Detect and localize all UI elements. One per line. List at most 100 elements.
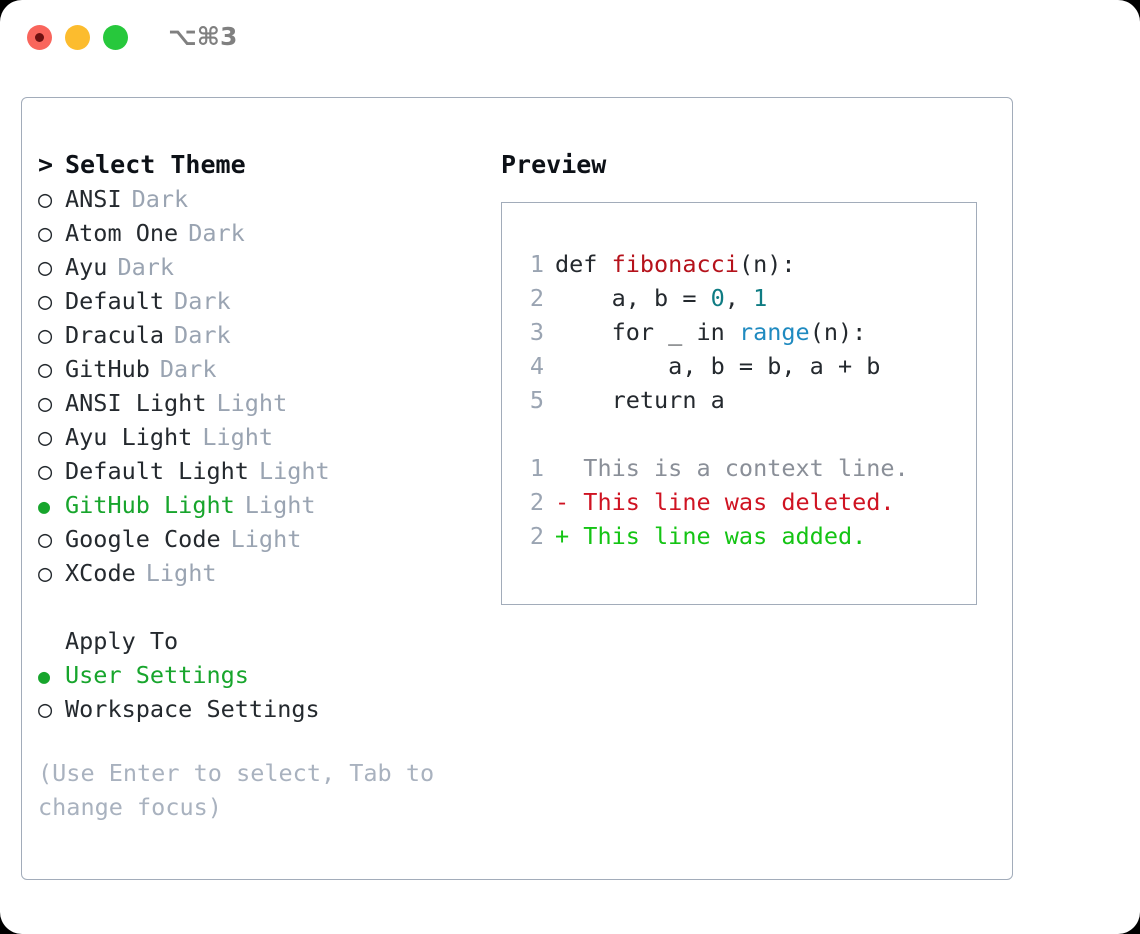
theme-name: ANSI [65,185,122,213]
radio-unselected-icon: ○ [38,253,53,281]
theme-variant-label: Light [145,559,217,587]
code-diff-spacer [514,417,909,451]
minimize-button[interactable] [65,25,90,50]
theme-variant-label: Dark [131,185,189,213]
diff-lines: 1 This is a context line.2- This line wa… [514,451,909,553]
theme-variant-label: Light [244,491,316,519]
page-title: Select Theme [65,150,246,179]
code-token: , [724,284,754,312]
theme-variant-label: Dark [174,287,231,315]
diff-line: 1 This is a context line. [514,451,909,485]
apply-to-option[interactable]: ○ Workspace Settings [38,692,490,726]
radio-unselected-icon: ○ [38,185,53,213]
line-number: 5 [529,386,544,414]
theme-list-item[interactable]: ○ ANSI Light Light [38,386,490,420]
theme-list-item[interactable]: ○ Atom One Dark [38,216,490,250]
theme-variant-label: Light [202,423,274,451]
apply-to-list: ●User Settings ○ Workspace Settings [38,658,490,726]
radio-unselected-icon: ○ [38,287,53,315]
caret-icon: > [38,150,54,179]
apply-to-label: Workspace Settings [65,695,320,723]
diff-text: This line was added. [583,522,867,550]
radio-unselected-icon: ○ [38,355,53,383]
theme-name: Google Code [65,525,221,553]
radio-unselected-icon: ○ [38,525,53,553]
theme-list-item[interactable]: ○ XCode Light [38,556,490,590]
radio-unselected-icon: ○ [38,423,53,451]
code-token: for _ in [555,318,739,346]
theme-name: Ayu [65,253,108,281]
line-number: 3 [529,318,544,346]
apply-to-header: ○ Apply To [38,624,490,658]
code-line: 5 return a [514,383,909,417]
code-token: return a [555,386,725,414]
theme-variant-label: Light [230,525,302,553]
line-number: 4 [529,352,544,380]
theme-variant-label: Dark [188,219,245,247]
theme-name: Dracula [65,321,165,349]
radio-unselected-icon: ○ [38,695,53,723]
apply-to-option[interactable]: ●User Settings [38,658,490,692]
maximize-button[interactable] [103,25,128,50]
close-button[interactable] [27,25,52,50]
theme-list-item[interactable]: ○ ANSI Dark [38,182,490,216]
theme-list-item[interactable]: ○ Default Light Light [38,454,490,488]
code-token: 0 [710,284,725,312]
theme-picker-header: > Select Theme [38,148,490,182]
blank-marker-icon: ○ [38,624,65,658]
theme-variant-label: Dark [117,253,175,281]
keyboard-hint: (Use Enter to select, Tab to change focu… [38,759,435,821]
radio-unselected-icon: ○ [38,457,53,485]
theme-variant-label: Light [258,457,330,485]
theme-name: GitHub [65,355,150,383]
radio-selected-icon: ● [38,494,51,518]
diff-text: This line was deleted. [583,488,895,516]
diff-text: This is a context line. [583,454,909,482]
theme-name: XCode [65,559,136,587]
line-number: 2 [529,488,544,516]
theme-name: Atom One [65,219,179,247]
diff-line: 2- This line was deleted. [514,485,909,519]
line-number: 1 [529,454,544,482]
code-line: 2 a, b = 0, 1 [514,281,909,315]
apply-to-label: User Settings [65,661,249,689]
code-token: 1 [753,284,768,312]
radio-unselected-icon: ○ [38,219,53,247]
apply-to-title: Apply To [65,627,179,655]
theme-list-item[interactable]: ○ Google Code Light [38,522,490,556]
diff-marker: + [555,522,584,550]
radio-unselected-icon: ○ [38,389,53,417]
code-token: (n): [809,318,867,346]
theme-variant-label: Dark [174,321,231,349]
code-line: 4 a, b = b, a + b [514,349,909,383]
theme-list-item[interactable]: ○ Ayu Dark [38,250,490,284]
spacer [38,590,490,624]
diff-marker: - [555,488,584,516]
theme-name: Default Light [65,457,249,485]
theme-list-item[interactable]: ○ Ayu Light Light [38,420,490,454]
theme-name: Ayu Light [65,423,193,451]
diff-line: 2 + This line was added. [514,519,909,553]
code-token: (n): [738,250,796,278]
line-number: 2 [529,522,544,550]
theme-variant-label: Light [216,389,288,417]
keyboard-shortcut-label: ⌥⌘3 [168,22,238,51]
theme-name: ANSI Light [65,389,207,417]
code-token: def [555,250,612,278]
line-number: 2 [529,284,544,312]
radio-unselected-icon: ○ [38,559,53,587]
code-token: a, b = b, a + b [555,352,881,380]
